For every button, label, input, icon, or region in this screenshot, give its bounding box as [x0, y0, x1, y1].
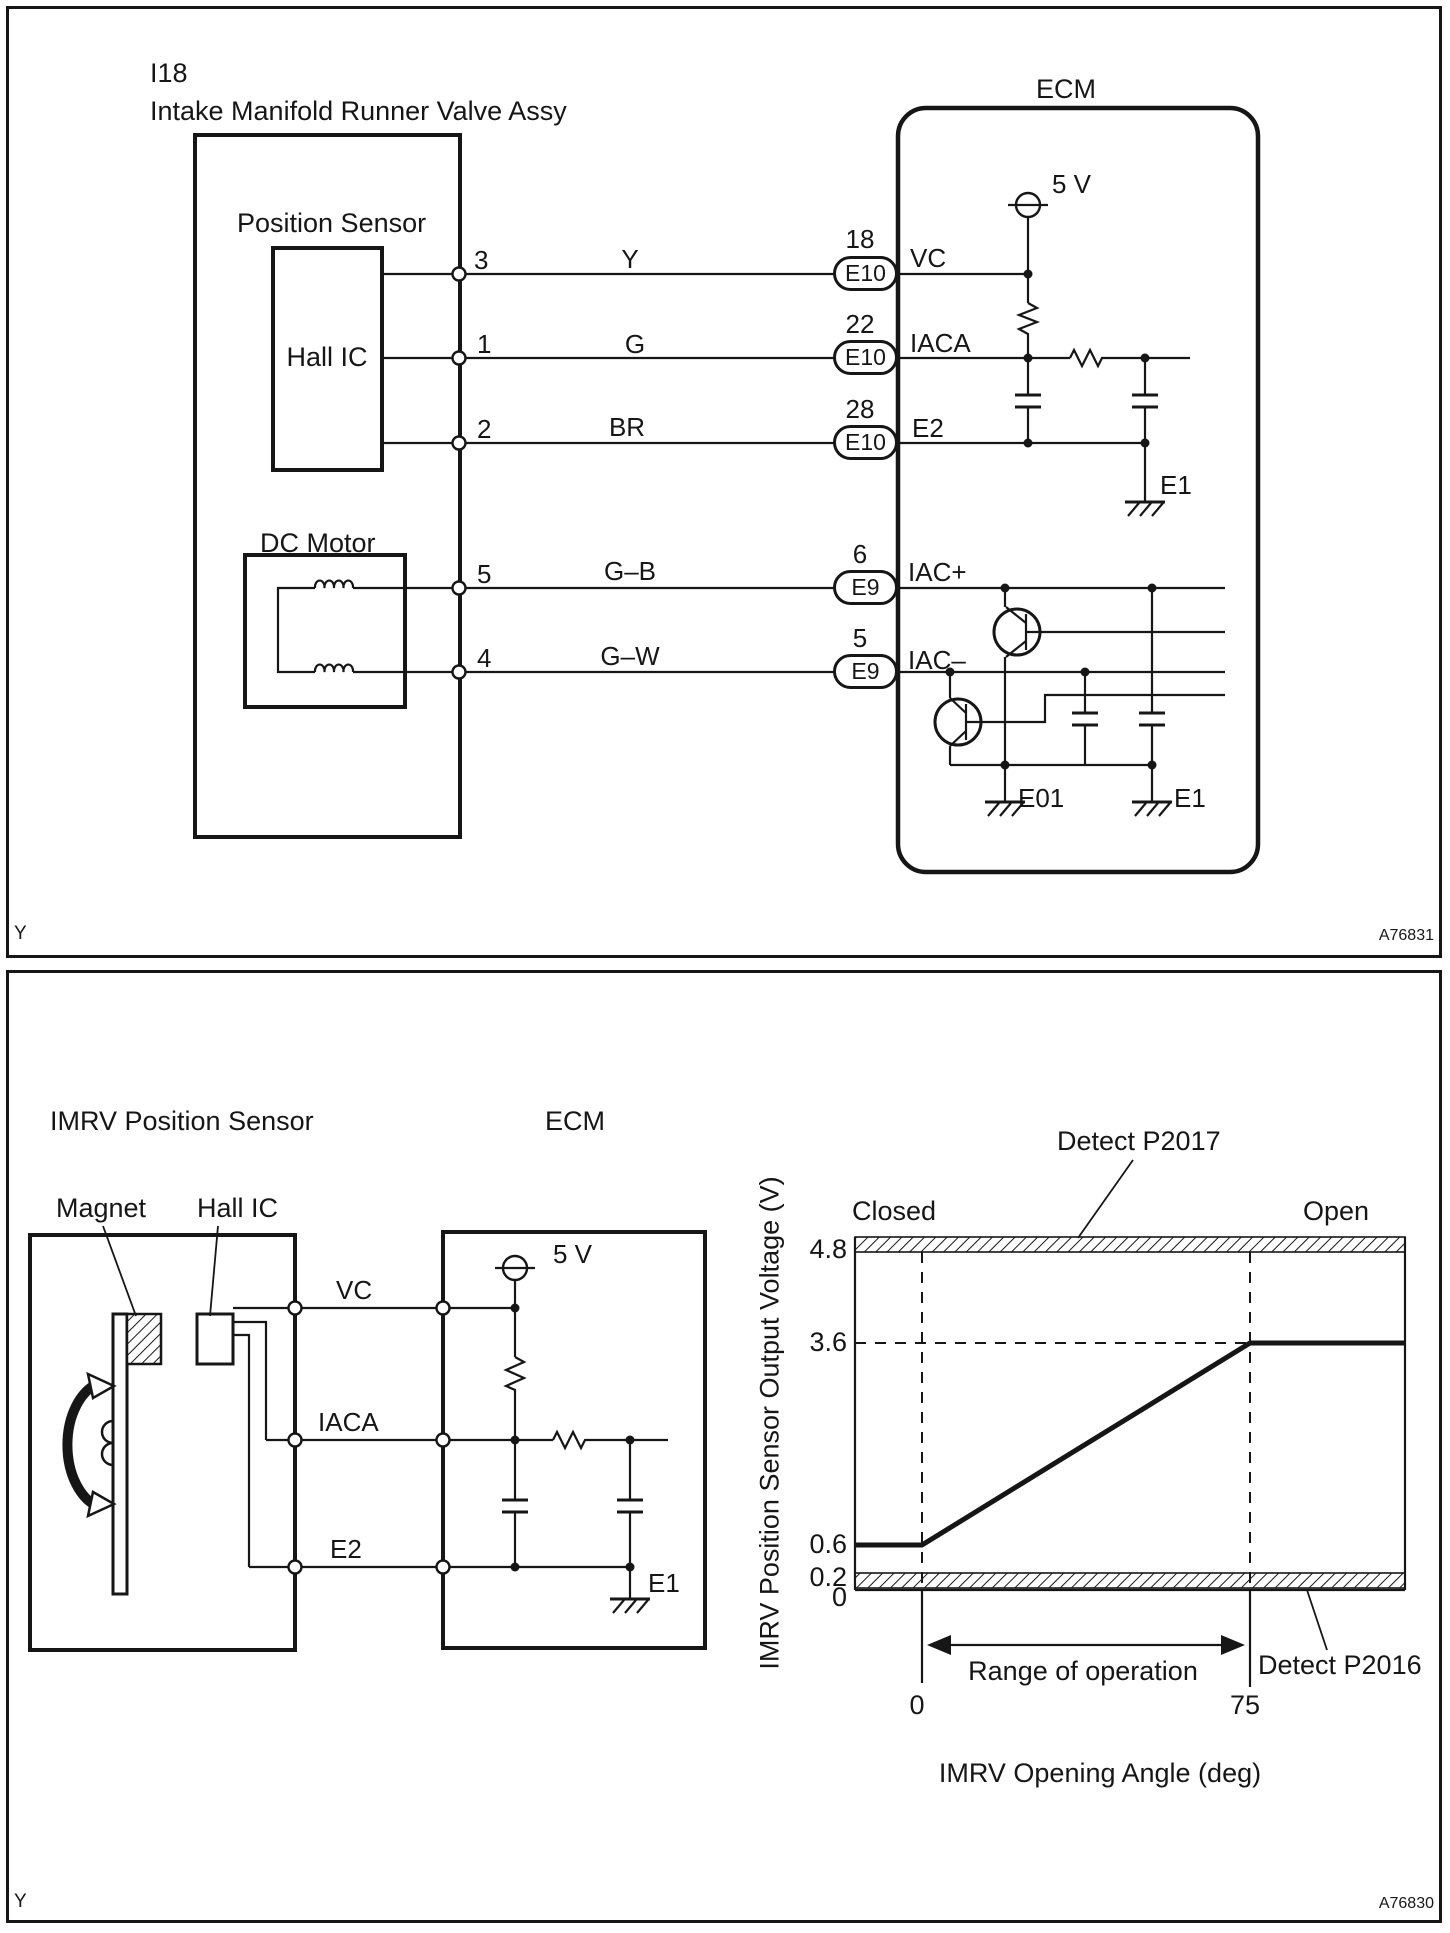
connector-pill: E9 — [833, 654, 898, 689]
dc-motor-label: DC Motor — [260, 528, 376, 558]
p2-terminal-circles — [287, 1300, 451, 1575]
footer-revision-mark: Y — [14, 1891, 27, 1912]
terminal-vc-label: VC — [336, 1275, 373, 1305]
wire-color-code: G–B — [603, 556, 657, 586]
p1-wires — [276, 272, 1225, 674]
graph-closed-label: Closed — [852, 1196, 937, 1226]
figure-code: A76831 — [1378, 927, 1434, 944]
ecm-terminal-label: IACA — [910, 328, 971, 358]
ecm-terminal-label: VC — [910, 243, 947, 273]
terminal-e2-label: E2 — [330, 1534, 362, 1564]
y-tick-4-8: 4.8 — [809, 1234, 847, 1264]
wire-pin-number: 5 — [477, 559, 492, 589]
ground-e1-label: E1 — [648, 1568, 680, 1598]
wire-color-code: BR — [608, 412, 646, 442]
connector-pin-number: 6 — [852, 539, 868, 569]
hall-ic-label: Hall IC — [286, 342, 368, 372]
wire-pin-number: 4 — [477, 643, 492, 673]
ecm-title: ECM — [545, 1106, 605, 1136]
connector-pin-number: 5 — [852, 623, 868, 653]
p2-output-voltage-graph — [853, 1159, 1407, 1687]
imrv-sensor-title: IMRV Position Sensor — [50, 1106, 314, 1136]
connector-pill: E10 — [833, 340, 898, 375]
position-sensor-label: Position Sensor — [237, 208, 427, 238]
wire-pin-number: 3 — [474, 245, 489, 275]
terminal-iaca-label: IACA — [318, 1407, 379, 1437]
p2-junction-dots — [510, 1303, 635, 1572]
connector-pin-number: 18 — [845, 224, 875, 254]
p1-ecm-internal-circuit — [451, 191, 1225, 818]
y-tick-3-6: 3.6 — [809, 1327, 847, 1357]
assembly-code: I18 — [150, 58, 188, 88]
connector-pill: E10 — [833, 425, 898, 460]
range-of-operation-label: Range of operation — [968, 1656, 1198, 1686]
sensor-operation-panel — [6, 970, 1442, 1923]
p2-sensor-schematic — [28, 1225, 707, 1652]
x-tick-0: 0 — [909, 1690, 925, 1720]
detect-p2017-annotation: Detect P2017 — [1057, 1126, 1221, 1156]
wire-color-code: G–W — [600, 641, 660, 671]
supply-5v-label: 5 V — [553, 1239, 593, 1269]
wire-pin-number: 1 — [477, 329, 492, 359]
hall-ic-label: Hall IC — [197, 1193, 279, 1223]
ground-e1-lower-label: E1 — [1174, 783, 1206, 813]
ecm-title: ECM — [1036, 74, 1096, 104]
y-tick-0-2: 0.2 — [809, 1562, 847, 1592]
graph-open-label: Open — [1302, 1196, 1370, 1226]
assembly-name: Intake Manifold Runner Valve Assy — [150, 96, 567, 126]
figure-code: A76830 — [1378, 1895, 1434, 1912]
wire-color-code: G — [624, 329, 646, 359]
connector-pill: E9 — [833, 570, 898, 605]
magnet-label: Magnet — [56, 1193, 147, 1223]
y-tick-0: 0 — [831, 1582, 847, 1612]
ground-e01-label: E01 — [1018, 783, 1065, 813]
connector-pin-number: 28 — [845, 394, 875, 424]
connector-pill: E10 — [833, 256, 898, 291]
ecm-terminal-label: IAC+ — [908, 557, 967, 587]
supply-5v-label: 5 V — [1052, 169, 1092, 199]
y-tick-0-6: 0.6 — [809, 1529, 847, 1559]
p1-terminal-circles — [451, 266, 467, 680]
connector-pin-number: 22 — [845, 309, 875, 339]
graph-x-axis-title: IMRV Opening Angle (deg) — [938, 1758, 1262, 1788]
wire-pin-number: 2 — [477, 414, 492, 444]
wire-color-code: Y — [621, 244, 639, 274]
ground-e1-upper-label: E1 — [1160, 470, 1192, 500]
wiring-diagram-panel — [6, 6, 1442, 958]
p1-junction-dots — [945, 269, 1157, 770]
ecm-terminal-label: IAC– — [908, 645, 966, 675]
p1-component-boxes — [193, 105, 1261, 875]
footer-revision-mark: Y — [14, 923, 27, 944]
x-tick-75: 75 — [1229, 1690, 1261, 1720]
ecm-terminal-label: E2 — [912, 413, 944, 443]
detect-p2016-annotation: Detect P2016 — [1258, 1650, 1422, 1680]
